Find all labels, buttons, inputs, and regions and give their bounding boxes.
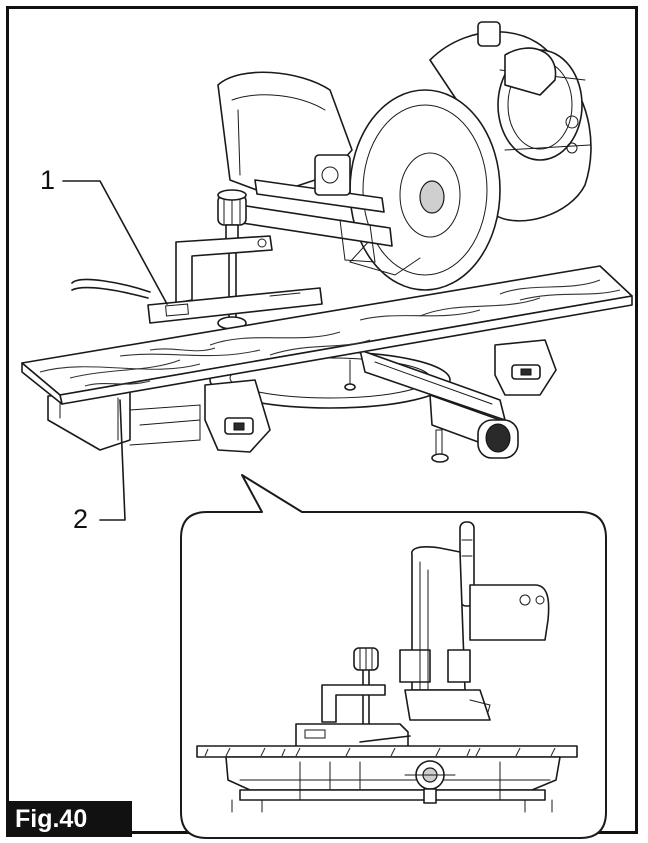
guide-fence: [147, 287, 323, 324]
power-cable-edge: [71, 286, 149, 299]
callout-label-2: 2: [73, 504, 89, 534]
figure-label: Fig.40: [6, 801, 132, 837]
vertical-vise: [175, 189, 273, 330]
callout-1-leader: [62, 180, 168, 305]
saw-head: [217, 21, 592, 291]
callout-2-leader: [99, 399, 126, 521]
callout-label-1: 1: [40, 165, 56, 195]
detail-inset: [180, 474, 607, 839]
workpiece-board: [21, 265, 633, 405]
slide-rails: [239, 154, 393, 263]
power-cable: [71, 278, 151, 293]
